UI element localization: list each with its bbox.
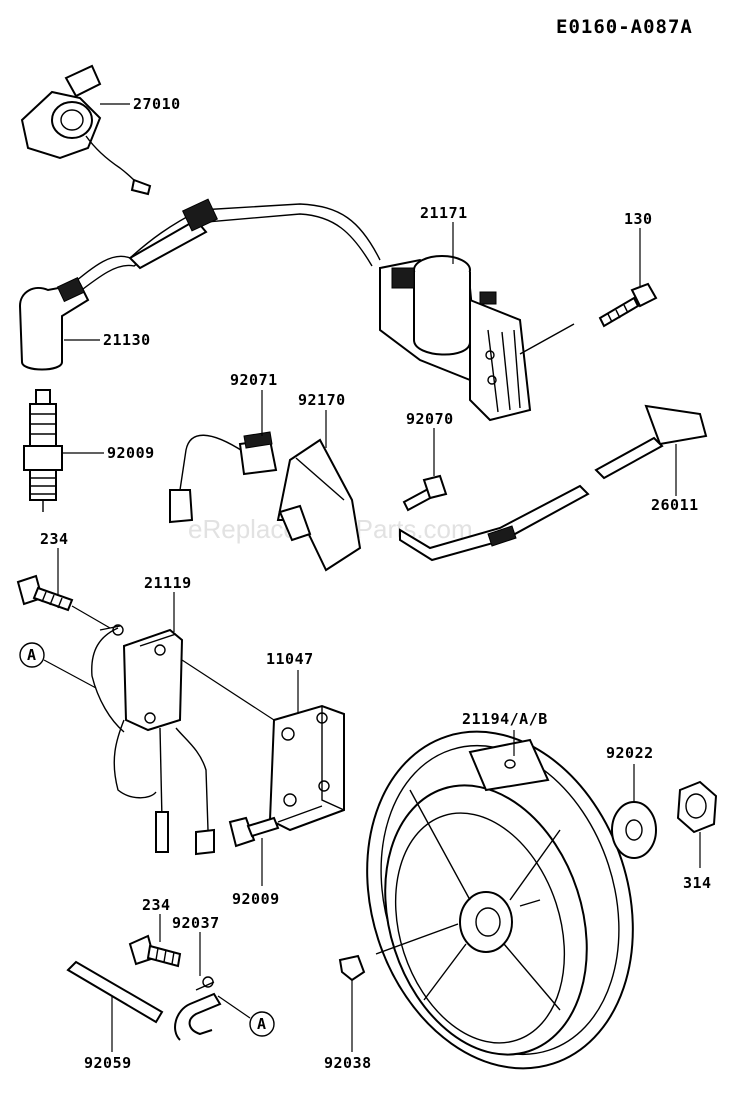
part-label-92009-upper: 92070 xyxy=(406,410,454,428)
connector-92071-drawing xyxy=(169,431,278,524)
bolt-234-upper-drawing xyxy=(16,574,111,629)
callout-a-lower: A xyxy=(249,1011,275,1037)
bolt-130-drawing xyxy=(598,282,658,328)
pin-92059-drawing xyxy=(66,960,164,1024)
part-label-92009-lower: 92009 xyxy=(232,890,280,908)
screw-92009-upper-drawing xyxy=(402,474,448,512)
spark-plug-drawing xyxy=(23,389,63,512)
part-label-130: 130 xyxy=(624,210,653,228)
clamp-92037-drawing xyxy=(174,976,251,1041)
igniter-21119-drawing xyxy=(91,624,275,856)
part-label-27010: 27010 xyxy=(133,95,181,113)
switch-part-drawing xyxy=(20,64,152,196)
part-label-234-upper: 234 xyxy=(40,530,69,548)
ignition-coil-drawing xyxy=(379,255,532,422)
part-label-11047: 11047 xyxy=(266,650,314,668)
key-92038-drawing xyxy=(338,954,366,982)
diagram-code: E0160-A087A xyxy=(556,16,693,38)
flywheel-21194-drawing xyxy=(366,730,634,1070)
lead-26011-drawing xyxy=(399,323,708,562)
svg-text:A: A xyxy=(27,646,37,664)
part-label-92070: 92009 xyxy=(107,444,155,462)
part-label-21130: 21130 xyxy=(103,331,151,349)
part-label-92037: 92037 xyxy=(172,914,220,932)
stop-switch-92170-drawing xyxy=(276,438,362,572)
part-label-92038: 92038 xyxy=(324,1054,372,1072)
part-label-21171: 21171 xyxy=(420,204,468,222)
part-label-92071: 92071 xyxy=(230,371,278,389)
part-label-234-lower: 234 xyxy=(142,896,171,914)
part-label-21119: 21119 xyxy=(144,574,192,592)
nut-314-drawing xyxy=(676,780,718,834)
part-label-92170: 92170 xyxy=(298,391,346,409)
svg-text:A: A xyxy=(257,1015,267,1033)
part-label-92022: 92022 xyxy=(606,744,654,762)
callout-a-upper: A xyxy=(19,642,97,689)
part-label-21194-a-b: 21194/A/B xyxy=(462,710,548,728)
part-label-92059: 92059 xyxy=(84,1054,132,1072)
plug-cap-drawing xyxy=(18,198,381,371)
bracket-11047-drawing xyxy=(268,704,345,832)
part-label-26011: 26011 xyxy=(651,496,699,514)
part-label-314: 314 xyxy=(683,874,712,892)
screw-92009-lower-drawing xyxy=(228,805,323,848)
bolt-234-lower-drawing xyxy=(128,934,182,968)
washer-92022-drawing xyxy=(611,801,657,859)
